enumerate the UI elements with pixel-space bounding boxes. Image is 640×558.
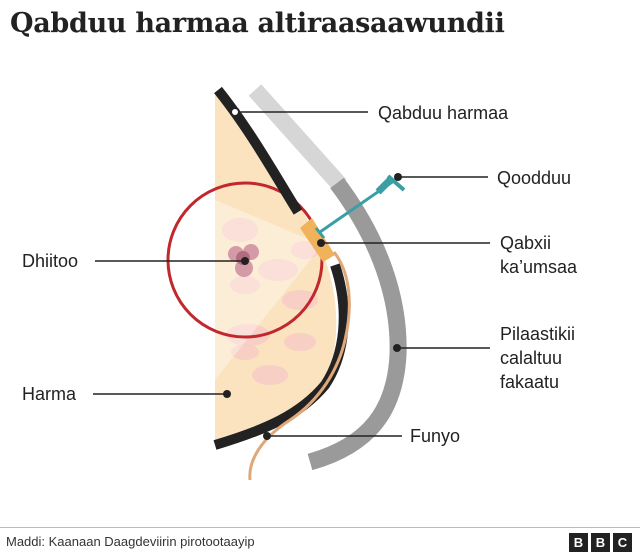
tumor-shape (228, 244, 259, 277)
label-clip-line1: Qabxii (500, 233, 551, 253)
label-breast: Harma (22, 384, 77, 404)
bbc-logo-letter: B (569, 533, 588, 552)
label-probe: Qabduu harmaa (378, 103, 509, 123)
tissue-clip (300, 218, 335, 262)
probe-upper (214, 86, 303, 215)
page-title: Qabduu harmaa altiraasaawundii (10, 8, 505, 39)
label-needle: Qoodduu (497, 168, 571, 188)
string-shape (248, 251, 351, 481)
label-string: Funyo (410, 426, 460, 446)
footer-divider (0, 527, 640, 528)
label-plastic-line1: Pilaastikii (500, 324, 575, 344)
plastic-wrap (307, 177, 407, 471)
breast-diagram: Qabduu harmaa Qoodduu Qabxii ka’umsaa Dh… (22, 84, 578, 481)
plastic-upper (248, 84, 347, 191)
bbc-logo-letter: B (591, 533, 610, 552)
label-tumor: Dhiitoo (22, 251, 78, 271)
source-credit: Maddi: Kaanaan Daagdeviirin pirotootaayi… (6, 534, 255, 549)
label-clip-line2: ka’umsaa (500, 257, 578, 277)
bbc-logo: B B C (569, 533, 632, 552)
label-plastic-line2: calaltuu (500, 348, 562, 368)
probe-marker (230, 107, 240, 117)
label-plastic-line3: fakaatu (500, 372, 559, 392)
bbc-logo-letter: C (613, 533, 632, 552)
needle-shape (314, 174, 406, 239)
